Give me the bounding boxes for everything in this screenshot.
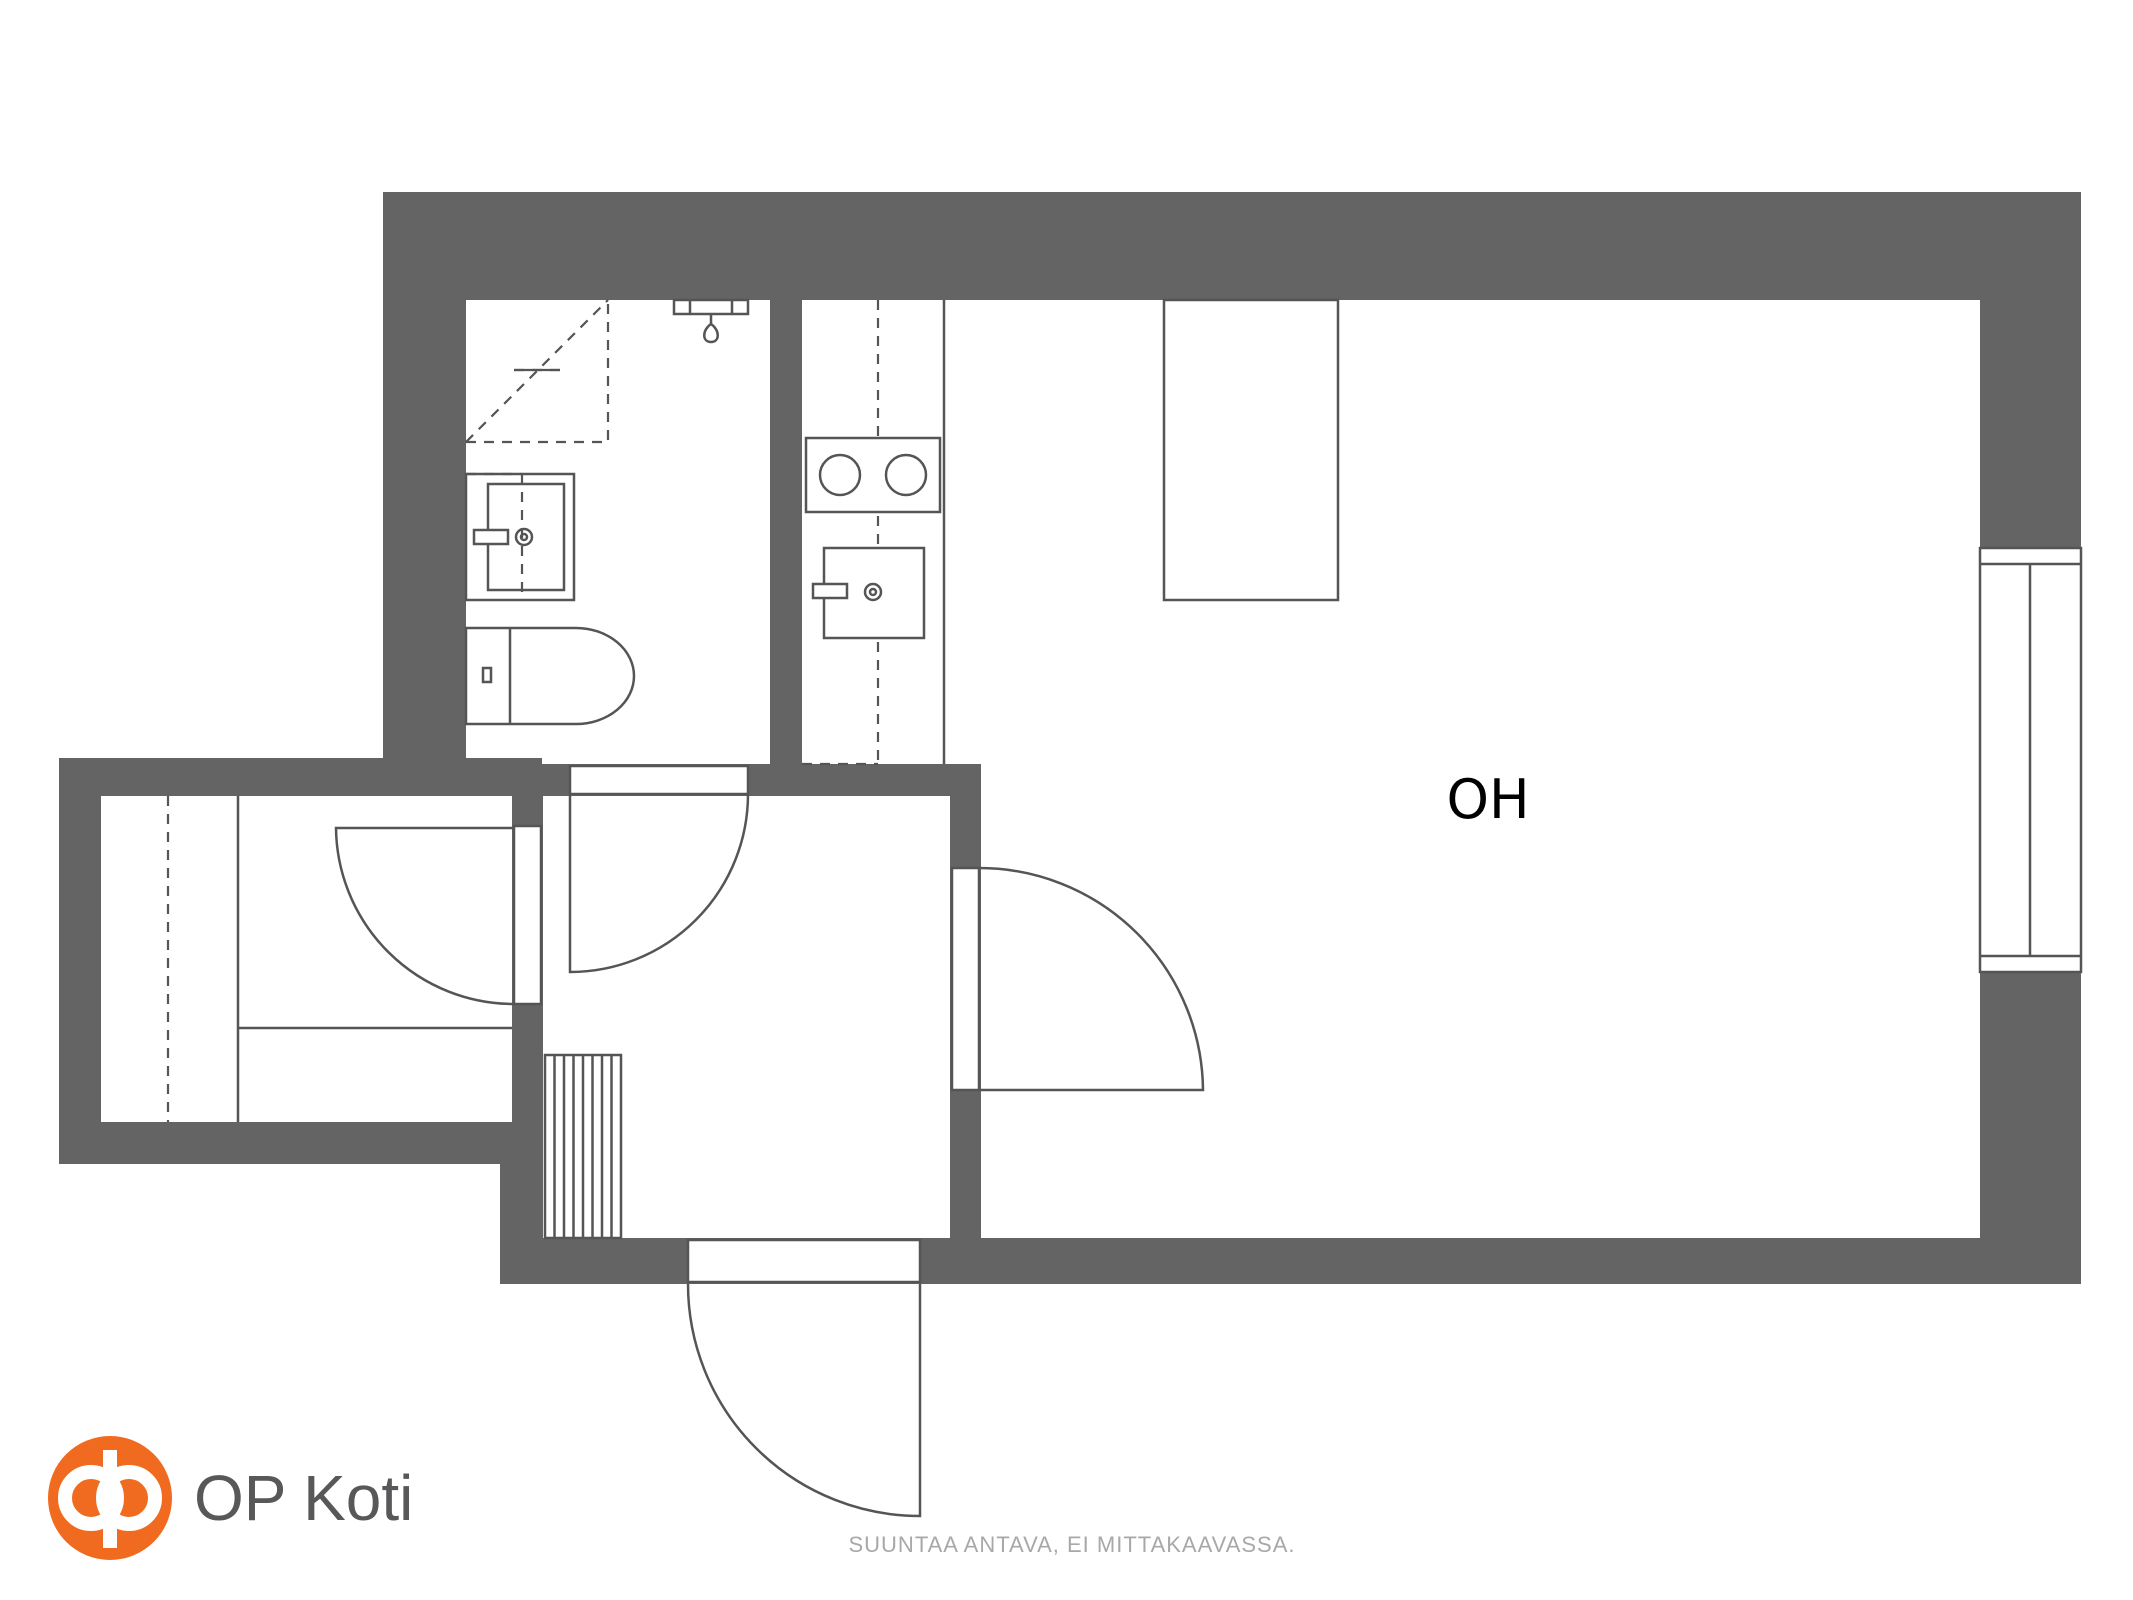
wall-closet-bottom xyxy=(59,1122,543,1164)
walls xyxy=(59,192,2081,1284)
entrance-door-opening xyxy=(686,1238,922,1284)
shower-head-icon xyxy=(703,314,719,344)
stove-icon xyxy=(804,436,942,514)
room-label-oh: OH xyxy=(1446,768,1529,831)
wall-right-lower xyxy=(1980,972,2081,1284)
living-room: OH xyxy=(1162,298,1530,831)
wall-bathroom-left xyxy=(383,192,466,764)
openings xyxy=(512,546,2083,1284)
wall-top xyxy=(383,192,2081,300)
wall-bathroom-kitchen xyxy=(770,298,802,768)
wall-closet-top xyxy=(59,758,542,796)
hall-fixtures xyxy=(543,1053,623,1240)
op-koti-logo: OP Koti xyxy=(48,1436,413,1560)
wall-closet-left xyxy=(59,758,101,1164)
bathroom-door-opening xyxy=(568,764,750,796)
closet-door-swing xyxy=(334,826,515,1006)
entrance-door-swing xyxy=(686,1283,922,1518)
bathroom-fixtures xyxy=(464,298,750,726)
wall-hall-left xyxy=(500,1122,543,1284)
closet-fixtures xyxy=(166,796,512,1122)
shower-mixer xyxy=(672,298,750,316)
doors xyxy=(334,793,1205,1518)
kitchen-fixtures xyxy=(802,300,946,766)
living-room-door-opening xyxy=(950,866,981,1092)
closet-door-opening xyxy=(512,824,543,1006)
disclaimer-text: SUUNTAA ANTAVA, EI MITTAKAAVASSA. xyxy=(848,1532,1295,1557)
toilet-icon xyxy=(464,626,636,726)
bathroom-door-swing xyxy=(568,793,750,974)
brand-name: OP Koti xyxy=(194,1462,413,1534)
bed-outline xyxy=(1162,298,1340,602)
wall-right-upper xyxy=(1980,192,2081,548)
living-room-door-swing xyxy=(978,866,1205,1092)
shower-area xyxy=(466,300,610,444)
